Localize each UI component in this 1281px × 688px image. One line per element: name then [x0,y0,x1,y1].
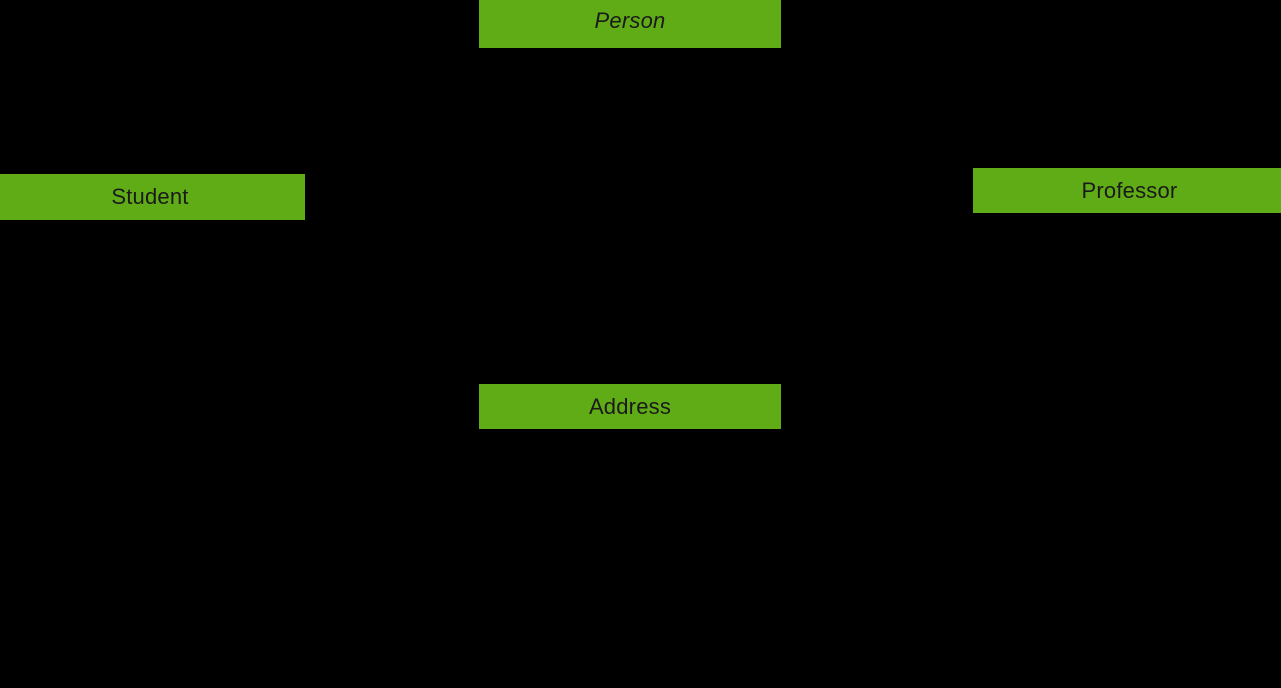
class-node-student[interactable]: Student [0,174,305,220]
class-node-address[interactable]: Address [479,384,781,429]
edge-student-to-person [149,48,631,174]
class-name-label: Professor [1081,177,1178,203]
class-name-label: Person [594,7,666,33]
class-name-label: Student [111,184,189,209]
class-name-label: Address [588,393,672,419]
generalization-arrowhead-icon [616,46,644,67]
class-node-person[interactable]: Person [479,0,781,48]
class-node-professor[interactable]: Professor [973,168,1281,213]
edge-professor-to-person [629,48,1130,168]
